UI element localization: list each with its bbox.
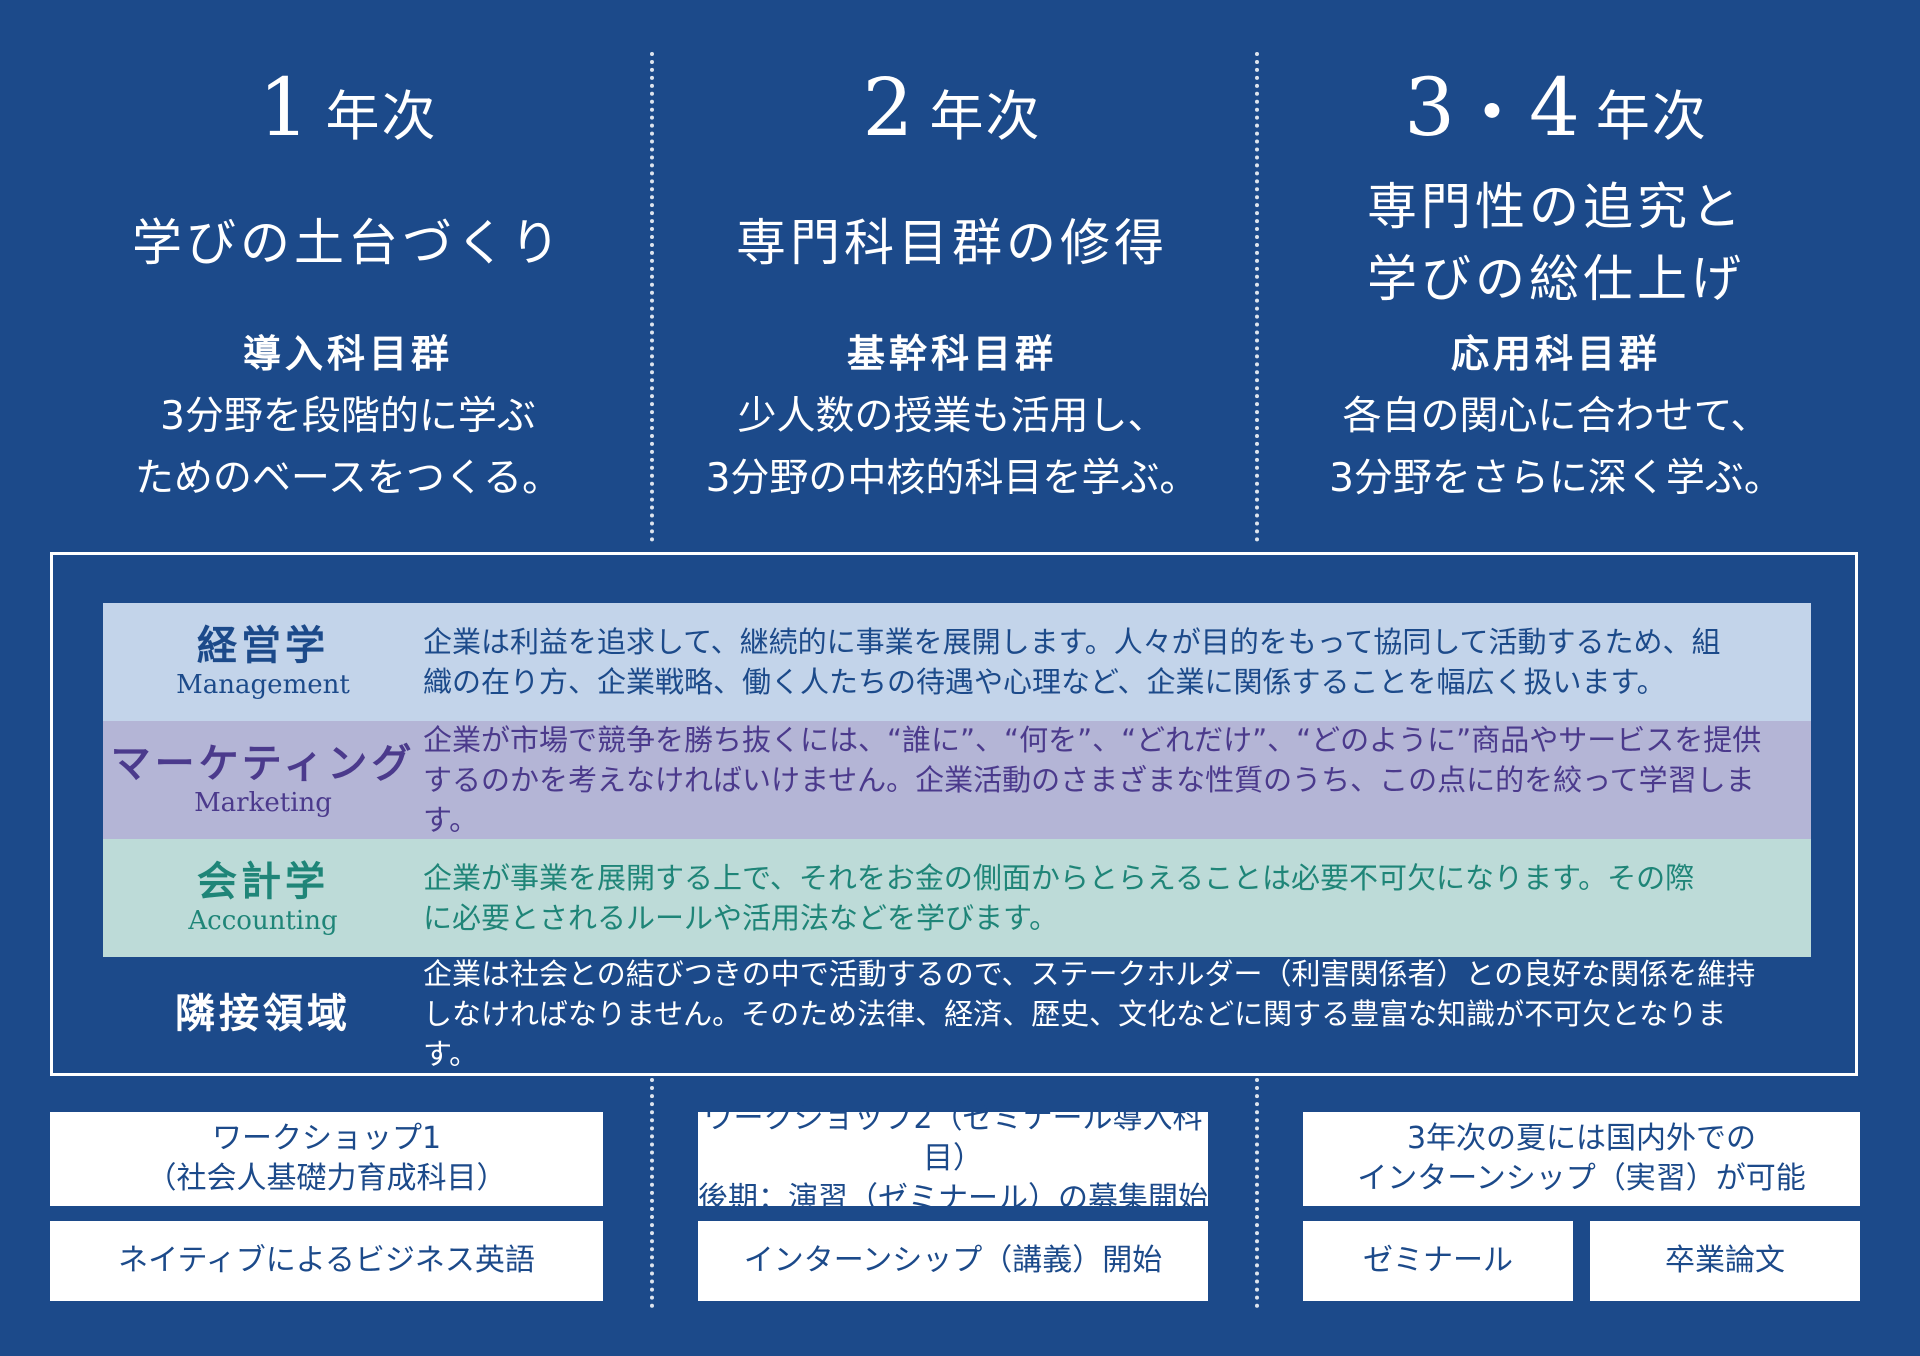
field-name: 会計学 Accounting <box>103 859 423 937</box>
year-theme: 専門科目群の修得 <box>736 214 1168 272</box>
program-box-workshop-2: ワークショップ2（ゼミナール導入科目） 後期：演習（ゼミナール）の募集開始 <box>698 1101 1208 1216</box>
year-suffix: 年次 <box>325 85 438 148</box>
program-box-seminar: ゼミナール <box>1303 1221 1573 1301</box>
column-divider-1-top <box>650 52 654 542</box>
year-separator-dot: ・ <box>1457 72 1529 154</box>
year-number: 3 <box>1404 61 1457 154</box>
year-number: 1 <box>258 61 312 154</box>
year-theme: 専門性の追究と 学びの総仕上げ <box>1367 178 1745 308</box>
course-group-title: 基幹科目群 <box>846 332 1057 376</box>
course-group-description: 各自の関心に合わせて、 3分野をさらに深く学ぶ。 <box>1329 394 1783 501</box>
year-suffix: 年次 <box>929 85 1042 148</box>
field-name: 隣接領域 <box>103 991 423 1037</box>
field-row-management: 経営学 Management 企業は利益を追求して、継続的に事業を展開します。人… <box>103 603 1811 721</box>
field-name: マーケティング Marketing <box>103 741 423 819</box>
field-english-title: Marketing <box>194 788 332 818</box>
field-row-adjacent: 隣接領域 企業は社会との結びつきの中で活動するので、ステークホルダー（利害関係者… <box>103 955 1811 1073</box>
year-column-3-4: 3 ・ 4 年次 専門性の追究と 学びの総仕上げ 応用科目群 各自の関心に合わせ… <box>1256 38 1856 510</box>
field-row-marketing: マーケティング Marketing 企業が市場で競争を勝ち抜くには、“誰に”、“… <box>103 721 1811 839</box>
field-title: 経営学 <box>197 623 329 669</box>
field-english-title: Accounting <box>188 906 338 936</box>
course-group-description: 3分野を段階的に学ぶ ためのベースをつくる。 <box>134 394 562 501</box>
program-box-workshop-1: ワークショップ1 （社会人基礎力育成科目） <box>50 1112 603 1206</box>
program-box-thesis: 卒業論文 <box>1590 1221 1860 1301</box>
year-heading-2: 2 年次 <box>652 38 1252 148</box>
program-box-internship-practice: 3年次の夏には国内外での インターンシップ（実習）が可能 <box>1303 1112 1860 1206</box>
field-row-accounting: 会計学 Accounting 企業が事業を展開する上で、それをお金の側面からとら… <box>103 839 1811 957</box>
course-group-title: 導入科目群 <box>242 332 453 376</box>
field-name: 経営学 Management <box>103 623 423 701</box>
column-divider-2-top <box>1255 52 1259 542</box>
year-heading-1: 1 年次 <box>48 38 648 148</box>
field-description: 企業が市場で競争を勝ち抜くには、“誰に”、“何を”、“どれだけ”、“どのように”… <box>423 723 1762 837</box>
field-description: 企業が事業を展開する上で、それをお金の側面からとらえることは必要不可欠になります… <box>423 861 1695 935</box>
year-suffix: 年次 <box>1595 85 1708 148</box>
year-column-1: 1 年次 学びの土台づくり 導入科目群 3分野を段階的に学ぶ ためのベースをつく… <box>48 38 648 510</box>
column-divider-1-bottom <box>650 1078 654 1308</box>
course-group-title: 応用科目群 <box>1450 332 1661 376</box>
year-number-2: 4 <box>1529 61 1582 154</box>
year-number: 2 <box>862 61 916 154</box>
field-title: マーケティング <box>110 741 416 787</box>
field-title: 隣接領域 <box>175 991 351 1037</box>
year-column-2: 2 年次 専門科目群の修得 基幹科目群 少人数の授業も活用し、 3分野の中核的科… <box>652 38 1252 510</box>
program-box-business-english: ネイティブによるビジネス英語 <box>50 1221 603 1301</box>
field-english-title: Management <box>176 670 350 700</box>
field-title: 会計学 <box>197 859 329 905</box>
field-description: 企業は利益を追求して、継続的に事業を展開します。人々が目的をもって協同して活動す… <box>423 625 1721 699</box>
column-divider-2-bottom <box>1255 1078 1259 1308</box>
study-fields-box: 経営学 Management 企業は利益を追求して、継続的に事業を展開します。人… <box>50 552 1858 1076</box>
year-heading-3-4: 3 ・ 4 年次 <box>1256 38 1856 154</box>
field-description: 企業は社会との結びつきの中で活動するので、ステークホルダー（利害関係者）との良好… <box>423 957 1756 1071</box>
course-group-description: 少人数の授業も活用し、 3分野の中核的科目を学ぶ。 <box>705 394 1199 501</box>
year-theme: 学びの土台づくり <box>132 214 564 272</box>
program-box-internship-lecture: インターンシップ（講義）開始 <box>698 1221 1208 1301</box>
